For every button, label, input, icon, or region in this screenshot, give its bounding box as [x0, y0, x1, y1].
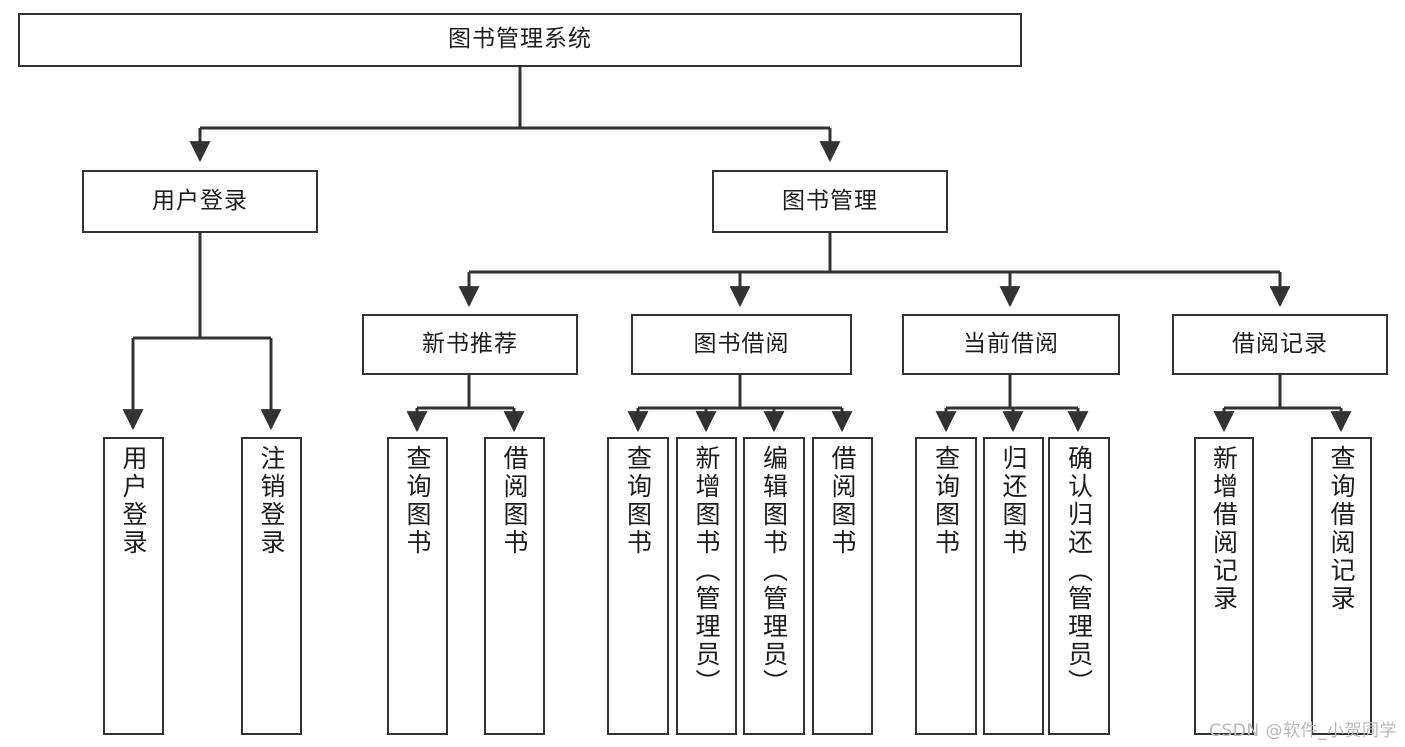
node-leaf-query-borrow-record[interactable]: 查询借阅记录 — [1311, 437, 1372, 735]
node-root[interactable]: 图书管理系统 — [18, 13, 1022, 67]
node-new-book-recommendation[interactable]: 新书推荐 — [362, 314, 578, 375]
node-current-borrow[interactable]: 当前借阅 — [902, 314, 1120, 375]
node-leaf-query-book-b[interactable]: 查询图书 — [607, 437, 669, 735]
node-book-borrow[interactable]: 图书借阅 — [631, 314, 852, 375]
node-leaf-confirm-return-admin-label: 确认归还（管理员） — [1064, 445, 1094, 697]
node-new-book-recommendation-label: 新书推荐 — [422, 330, 518, 357]
node-leaf-user-login-label: 用户登录 — [119, 445, 148, 557]
watermark-text: CSDN @软件_小贺同学 — [1209, 721, 1397, 741]
node-book-manage-label: 图书管理 — [782, 187, 878, 214]
node-leaf-logout-login-label: 注销登录 — [257, 445, 286, 557]
node-borrow-record-label: 借阅记录 — [1232, 330, 1328, 357]
node-leaf-add-borrow-record-label: 新增借阅记录 — [1209, 445, 1239, 613]
node-book-borrow-label: 图书借阅 — [693, 330, 790, 357]
node-leaf-add-book-admin[interactable]: 新增图书（管理员） — [676, 437, 737, 735]
node-leaf-query-book-c-label: 查询图书 — [931, 445, 961, 557]
node-leaf-confirm-return-admin[interactable]: 确认归还（管理员） — [1048, 437, 1110, 735]
node-leaf-add-book-admin-label: 新增图书（管理员） — [692, 445, 721, 697]
node-leaf-return-book-label: 归还图书 — [999, 445, 1028, 557]
node-user-login[interactable]: 用户登录 — [82, 170, 318, 233]
node-leaf-logout-login[interactable]: 注销登录 — [241, 437, 302, 735]
node-leaf-add-borrow-record[interactable]: 新增借阅记录 — [1194, 437, 1254, 735]
node-current-borrow-label: 当前借阅 — [963, 330, 1059, 357]
node-leaf-query-book-a-label: 查询图书 — [403, 445, 432, 557]
node-leaf-borrow-book-b-label: 借阅图书 — [828, 445, 857, 557]
node-leaf-return-book[interactable]: 归还图书 — [983, 437, 1044, 735]
node-leaf-borrow-book-b[interactable]: 借阅图书 — [812, 437, 873, 735]
node-leaf-user-login[interactable]: 用户登录 — [103, 437, 164, 735]
node-borrow-record[interactable]: 借阅记录 — [1172, 314, 1388, 375]
node-leaf-edit-book-admin-label: 编辑图书（管理员） — [759, 445, 789, 697]
node-book-manage[interactable]: 图书管理 — [712, 170, 948, 233]
node-leaf-query-borrow-record-label: 查询借阅记录 — [1327, 445, 1356, 613]
node-root-label: 图书管理系统 — [448, 26, 592, 53]
node-user-login-label: 用户登录 — [152, 187, 248, 214]
node-leaf-edit-book-admin[interactable]: 编辑图书（管理员） — [743, 437, 805, 735]
node-leaf-query-book-a[interactable]: 查询图书 — [387, 437, 448, 735]
node-leaf-query-book-c[interactable]: 查询图书 — [915, 437, 977, 735]
node-leaf-borrow-book-a-label: 借阅图书 — [500, 445, 529, 557]
node-leaf-query-book-b-label: 查询图书 — [623, 445, 653, 557]
node-leaf-borrow-book-a[interactable]: 借阅图书 — [484, 437, 545, 735]
